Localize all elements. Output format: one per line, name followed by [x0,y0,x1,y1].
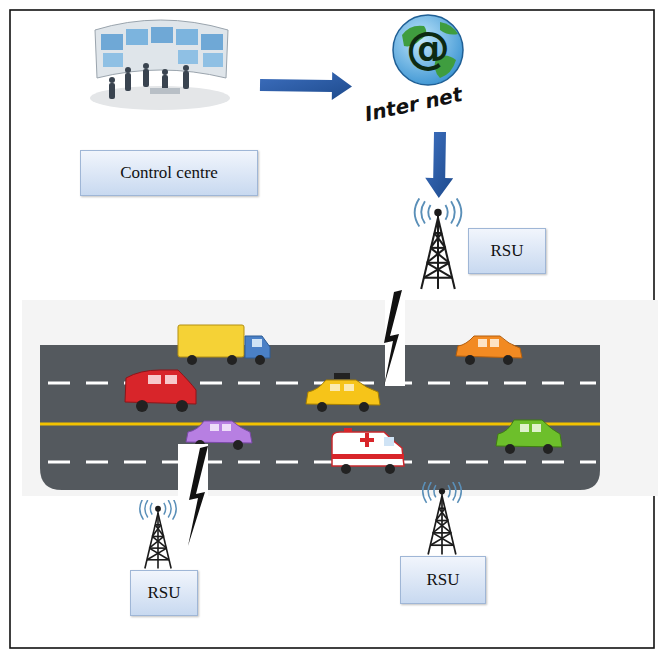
taxi [359,402,369,412]
ambulance [384,437,394,446]
purple-car [210,424,219,431]
wireless-link [385,290,405,386]
rsu-tower [423,480,462,555]
taxi [334,373,350,379]
orange-car [456,336,522,365]
control-room-picture [150,88,180,94]
control-room-picture [203,53,223,67]
green-car [543,444,553,454]
green-car [496,420,562,454]
control-room-picture [90,20,230,110]
rsu-node: RSU [126,500,202,618]
control-room-picture [109,63,189,99]
red-van [125,370,196,412]
purple-car [186,421,252,443]
wireless-link [178,444,208,546]
ambulance [341,464,351,474]
node-label: RSU [130,570,198,616]
truck [178,325,270,365]
internet-globe [393,15,463,85]
control-room-picture [178,50,198,64]
ambulance [385,464,395,474]
red-van [148,375,161,384]
green-car [532,424,541,432]
control-room-picture [101,34,123,50]
purple-car [233,440,243,450]
control-room-picture [95,20,228,78]
rsu-node: RSU [408,198,548,294]
block-arrow [260,72,352,100]
truck [187,355,197,365]
control-room-picture [125,73,131,91]
control-room-picture [183,71,189,89]
rsu-node: RSU [398,482,490,608]
truck [227,355,237,365]
control-room-picture [201,34,223,50]
taxi [306,373,380,412]
control-room-picture [183,65,189,71]
node-label: Control centre [80,150,258,196]
control-centre-node: Control centre [80,12,260,197]
block-arrow [425,132,453,198]
control-room-picture [162,69,168,75]
ambulance [365,433,369,447]
red-van [176,400,188,412]
orange-car [478,339,487,347]
rsu-tower [415,198,462,289]
orange-car [456,336,522,358]
wireless-link [384,290,402,386]
ambulance [332,454,404,459]
internet-globe [393,15,463,85]
ambulance [332,428,404,474]
control-room-picture [103,53,123,67]
road [40,345,600,490]
control-room-picture [176,29,198,45]
control-room-picture [151,27,173,43]
red-van [125,370,196,404]
node-label: RSU [400,556,486,604]
orange-car [503,355,513,365]
truck [245,336,270,358]
green-car [496,420,562,447]
green-car [505,444,515,454]
orange-car [465,355,475,365]
truck [255,355,265,365]
road-ground [22,300,658,496]
red-van [165,375,177,384]
rsu-tower [140,498,176,569]
control-room-picture [126,29,148,45]
logo-text: Inter net [356,81,472,134]
truck [252,339,262,347]
orange-car [490,339,499,347]
control-room-picture [109,77,115,83]
control-room-picture [143,69,149,87]
green-car [520,424,529,432]
node-label: RSU [468,228,546,274]
control-room-picture [109,83,115,99]
red-van [136,400,148,412]
taxi [306,380,380,405]
taxi [317,402,327,412]
taxi [330,384,340,391]
truck [178,325,244,357]
lane-marking [48,461,596,464]
taxi [344,384,354,391]
purple-car [222,424,231,431]
wireless-link [188,446,208,546]
logo-symbol: @ [406,26,450,70]
control-room-picture [143,63,149,69]
ambulance [344,428,352,432]
control-room-picture [125,67,131,73]
ambulance [332,432,404,466]
wireless-link [384,290,405,386]
